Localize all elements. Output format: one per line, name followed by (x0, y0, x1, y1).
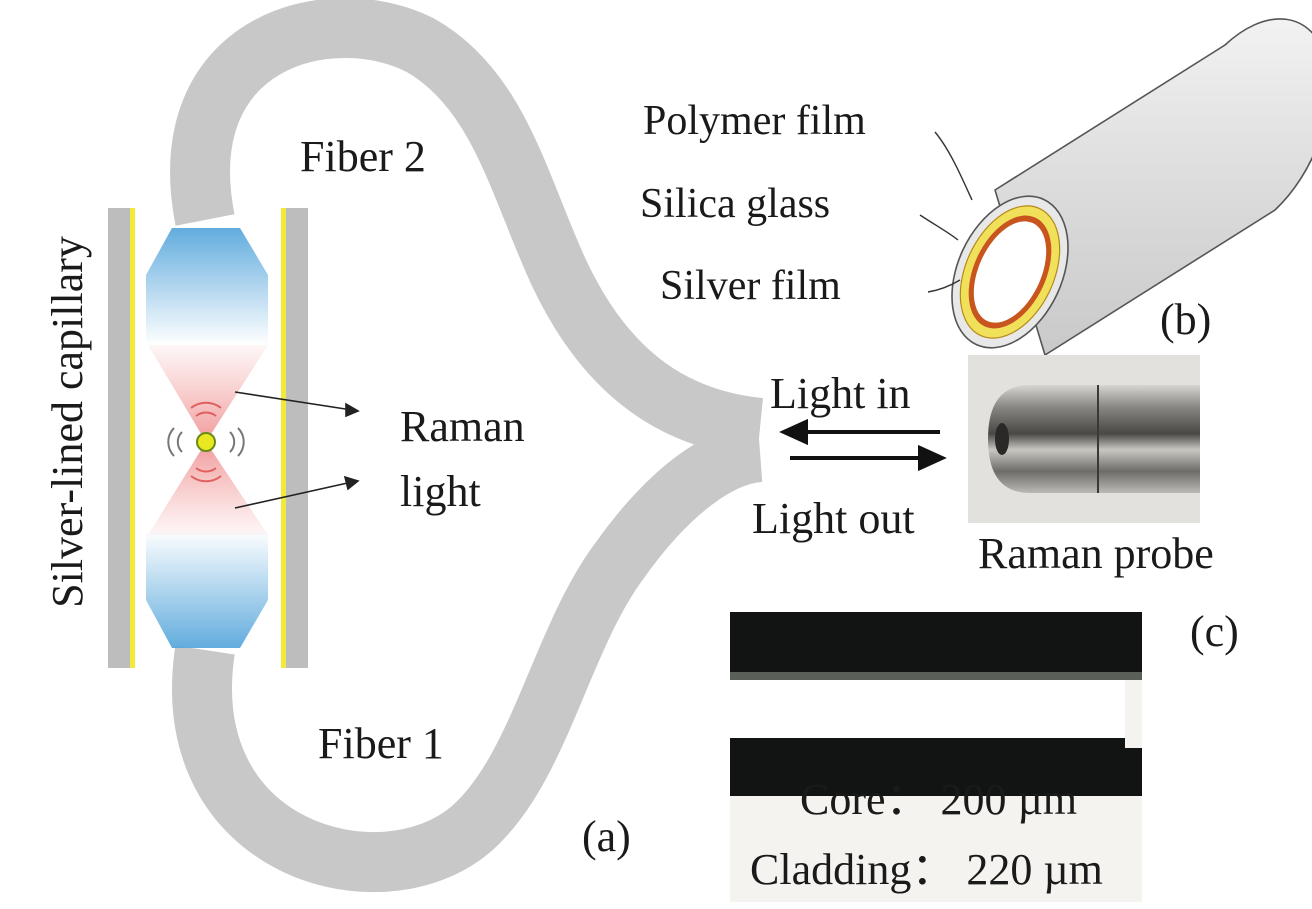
light-direction-arrows (779, 418, 947, 472)
cladding-label: Cladding： 220 µm (750, 845, 1103, 894)
excitation-light-top (146, 228, 268, 345)
excitation-light-bottom (146, 530, 268, 648)
capillary-right-lining (281, 208, 286, 668)
scattering-waves (167, 401, 245, 483)
raman-light-lower (148, 442, 268, 535)
silver-film-label: Silver film (660, 263, 841, 309)
capillary-cross-section (951, 18, 1312, 357)
fiber-core-image (730, 612, 1142, 902)
light-in-label: Light in (770, 369, 911, 418)
fiber-core-photo (730, 612, 1142, 902)
panel-c-label: (c) (1190, 607, 1239, 656)
capillary-left-lining (130, 208, 135, 668)
polymer-film-label: Polymer film (643, 98, 866, 144)
sample-particle (196, 432, 216, 452)
fiber-1 (172, 422, 764, 893)
layer-leader-lines (919, 131, 973, 293)
raman-probe-label: Raman probe (978, 529, 1214, 578)
raman-light-upper (148, 345, 268, 442)
raman-light-label-line2: light (400, 467, 481, 516)
capillary-right-wall (286, 208, 308, 668)
raman-light-label-line1: Raman (400, 402, 525, 451)
raman-probe-image (968, 355, 1200, 523)
silica-glass-label: Silica glass (640, 181, 831, 227)
light-out-label: Light out (752, 494, 915, 543)
raman-pointer-arrows (234, 391, 360, 509)
capillary-left-wall (108, 208, 130, 668)
panel-a-label: (a) (582, 812, 631, 861)
fiber-2 (170, 0, 764, 458)
fiber-2-label: Fiber 2 (300, 132, 426, 181)
core-label: Core： 200 µm (800, 775, 1078, 824)
fiber-1-label: Fiber 1 (318, 719, 444, 768)
raman-probe-photo (968, 355, 1200, 523)
capillary-label: Silver-lined capillary (42, 236, 92, 608)
panel-b-label: (b) (1160, 295, 1212, 344)
